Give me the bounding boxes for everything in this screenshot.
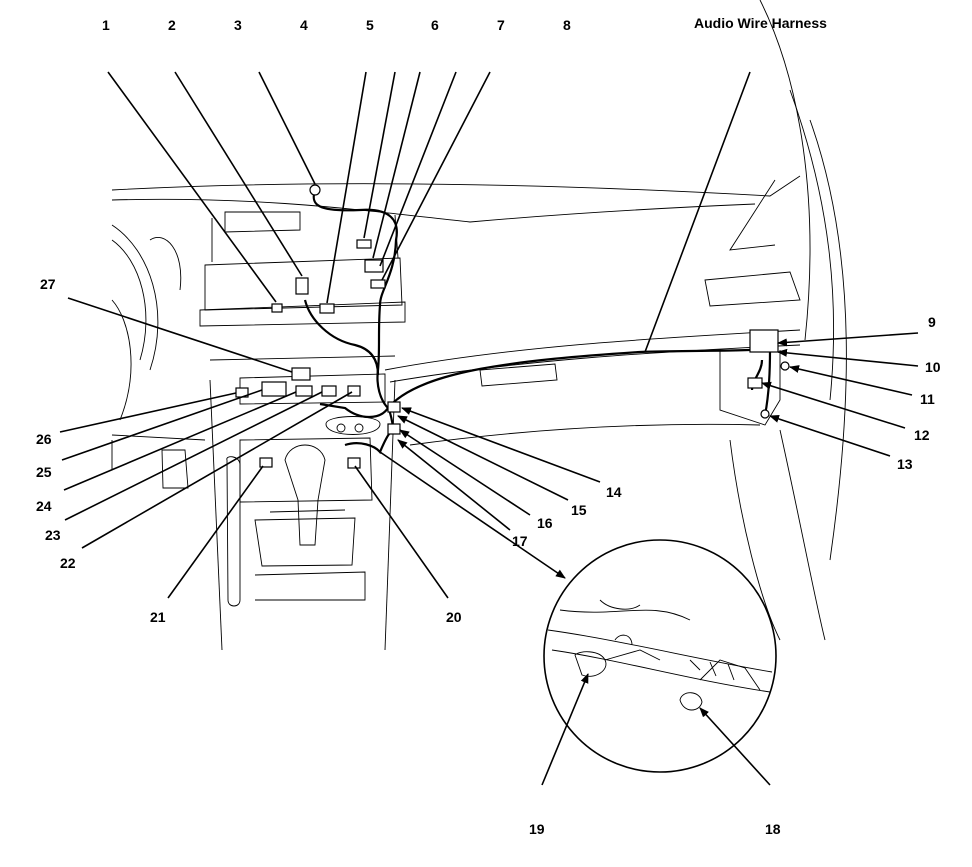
callout-16: 16 <box>537 515 553 531</box>
callout-26: 26 <box>36 431 52 447</box>
callout-23: 23 <box>45 527 61 543</box>
leader-lines <box>59 71 919 786</box>
wire-harness <box>303 189 779 455</box>
callout-15: 15 <box>571 502 587 518</box>
callout-2: 2 <box>168 17 176 33</box>
callout-21: 21 <box>150 609 166 625</box>
callout-19: 19 <box>529 821 545 837</box>
diagram-title: Audio Wire Harness <box>694 15 827 31</box>
callout-7: 7 <box>497 17 505 33</box>
dashboard-illustration <box>111 0 847 651</box>
detail-view-circle <box>543 539 777 773</box>
callout-18: 18 <box>765 821 781 837</box>
callout-5: 5 <box>366 17 374 33</box>
callout-numbers: 1 2 3 4 5 6 7 8 9 10 11 12 13 14 15 16 1… <box>36 17 941 837</box>
callout-1: 1 <box>102 17 110 33</box>
callout-22: 22 <box>60 555 76 571</box>
callout-14: 14 <box>606 484 622 500</box>
callout-6: 6 <box>431 17 439 33</box>
callout-17: 17 <box>512 533 528 549</box>
callout-12: 12 <box>914 427 930 443</box>
callout-11: 11 <box>920 391 935 407</box>
callout-4: 4 <box>300 17 308 33</box>
callout-9: 9 <box>928 314 936 330</box>
callout-10: 10 <box>925 359 941 375</box>
callout-27: 27 <box>40 276 56 292</box>
callout-8: 8 <box>563 17 571 33</box>
callout-20: 20 <box>446 609 462 625</box>
callout-25: 25 <box>36 464 52 480</box>
callout-24: 24 <box>36 498 52 514</box>
connectors <box>235 184 790 469</box>
callout-3: 3 <box>234 17 242 33</box>
callout-13: 13 <box>897 456 913 472</box>
